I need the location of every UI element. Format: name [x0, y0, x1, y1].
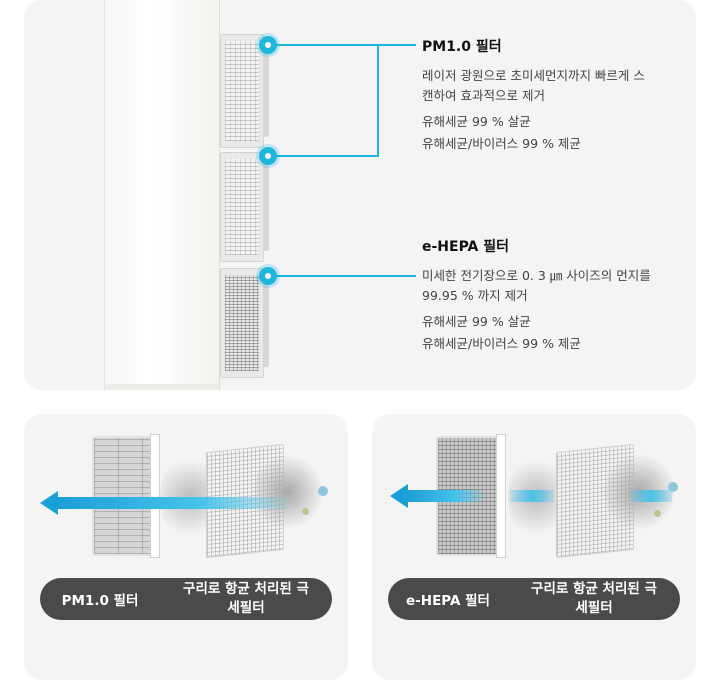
connector-line-1 [268, 44, 378, 46]
filter-image-ehepa [220, 268, 269, 378]
connector-line-vertical [377, 44, 379, 157]
feature-item: 유해세균 99 % 살균 [422, 114, 531, 129]
connector-dot-icon [259, 36, 277, 54]
connector-line-4 [268, 275, 416, 277]
pm10-label-pill: PM1.0 필터 구리로 항균 처리된 극세필터 [40, 578, 332, 620]
pill-label-right: 구리로 항균 처리된 극세필터 [183, 581, 309, 616]
filter-image-pm10-upper [220, 34, 269, 148]
connector-dot-icon [259, 267, 277, 285]
particle [302, 508, 309, 515]
feature-description: 레이저 광원으로 초미세먼지까지 빠르게 스캔하여 효과적으로 제거 [422, 68, 645, 103]
flow-arrow-icon [408, 490, 488, 502]
filter-image-pm10-lower [220, 152, 269, 262]
feature-title: e-HEPA 필터 [422, 239, 510, 255]
pill-label-right: 구리로 항균 처리된 극세필터 [531, 581, 657, 616]
particle [654, 510, 661, 517]
flow-arrow-head-icon [40, 491, 58, 515]
feature-description: 미세한 전기장으로 0. 3 ㎛ 사이즈의 먼지를 99.95 % 까지 제거 [422, 268, 651, 303]
air-purifier-image [104, 0, 220, 390]
dust-cloud [252, 452, 322, 532]
feature-ehepa: e-HEPA 필터 미세한 전기장으로 0. 3 ㎛ 사이즈의 먼지를 99.9… [422, 236, 657, 354]
ehepa-label-pill: e-HEPA 필터 구리로 항균 처리된 극세필터 [388, 578, 680, 620]
connector-line-2 [268, 155, 378, 157]
connector-line-3 [378, 44, 416, 46]
flow-arrow-icon [510, 490, 554, 502]
feature-item: 유해세균/바이러스 99 % 제균 [422, 336, 581, 351]
pill-label-left: e-HEPA 필터 [406, 593, 490, 609]
connector-dot-icon [259, 147, 277, 165]
flow-arrow-head-icon [390, 484, 408, 508]
flow-arrow-icon [58, 497, 294, 509]
feature-item: 유해세균/바이러스 99 % 제균 [422, 136, 581, 151]
flow-arrow-icon [630, 490, 672, 502]
pm10-filter-image [92, 434, 160, 558]
feature-title: PM1.0 필터 [422, 39, 502, 55]
feature-pm10: PM1.0 필터 레이저 광원으로 초미세먼지까지 빠르게 스캔하여 효과적으로… [422, 36, 652, 154]
particle [318, 486, 328, 496]
particle [668, 482, 678, 492]
feature-item: 유해세균 99 % 살균 [422, 314, 531, 329]
pill-label-left: PM1.0 필터 [61, 593, 139, 609]
